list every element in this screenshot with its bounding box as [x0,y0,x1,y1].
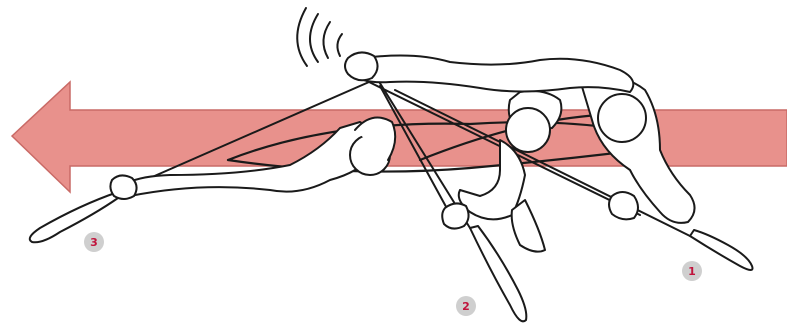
motion-arcs-icon [297,8,342,66]
svg-text:2: 2 [462,300,470,313]
svg-text:3: 3 [90,236,98,249]
marker-2: 2 [456,296,476,316]
paddle-blade-1 [690,230,753,270]
marker-1: 1 [682,261,702,281]
marker-3: 3 [84,232,104,252]
svg-text:1: 1 [688,265,696,278]
paddle-blade-3 [30,192,118,242]
paddler-figures [30,52,753,321]
